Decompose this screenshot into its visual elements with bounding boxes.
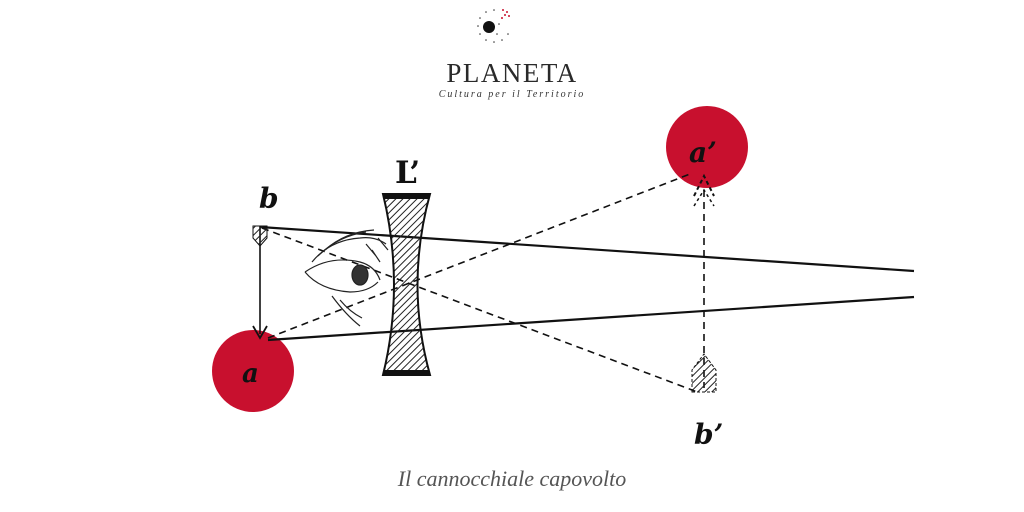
marker-a xyxy=(212,330,294,412)
point-b-label: b xyxy=(259,182,279,215)
diagram-caption: Il cannocchiale capovolto xyxy=(397,466,627,491)
point-a-image-label: a’ xyxy=(689,136,717,169)
point-a-label: a xyxy=(242,359,259,389)
planeta-logo-icon xyxy=(477,9,514,43)
solid-rays xyxy=(259,225,915,342)
image-arrow xyxy=(691,173,717,393)
lens-label: L’ xyxy=(395,155,420,191)
dashed-rays xyxy=(261,173,705,394)
brand-name: PLANETA xyxy=(446,58,578,88)
object-arrow xyxy=(252,225,268,340)
marker-a-image xyxy=(666,106,748,188)
brand-tagline: Cultura per il Territorio xyxy=(438,89,586,100)
concave-lens xyxy=(381,193,432,376)
eye-sketch-icon xyxy=(304,229,389,327)
point-b-image-label: b’ xyxy=(694,418,723,451)
